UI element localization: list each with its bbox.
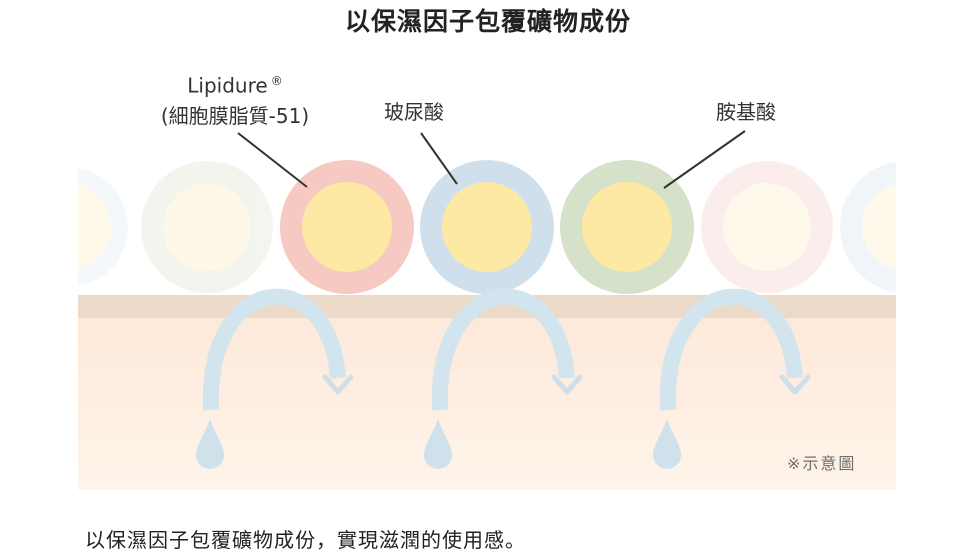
- label-lipidure-name-line: Lipidure®: [120, 66, 350, 101]
- particle-hyaluronic: [420, 160, 554, 294]
- diagram-title: 以保濕因子包覆礦物成份: [344, 7, 631, 36]
- leader-line-lipidure: [237, 132, 308, 188]
- particle-faded-left: [78, 167, 128, 287]
- leader-line-amino: [663, 130, 746, 189]
- particle-row: [78, 160, 896, 294]
- label-lipidure-name: Lipidure: [187, 73, 268, 98]
- label-lipidure: Lipidure® (細胞膜脂質-51): [120, 66, 350, 131]
- particle-faded-green: [141, 161, 273, 293]
- label-hyaluronic: 玻尿酸: [384, 100, 444, 124]
- particle-faded-pink: [701, 161, 833, 293]
- water-droplet-3: [653, 419, 681, 469]
- moisture-arrow-3: [659, 288, 811, 411]
- label-lipidure-desc: (細胞膜脂質-51): [160, 103, 310, 128]
- registered-mark: ®: [270, 74, 283, 88]
- caption-text: 以保濕因子包覆礦物成份，實現滋潤的使用感。: [85, 528, 526, 552]
- leader-line-hyaluronic: [420, 132, 458, 185]
- particle-lipidure: [280, 160, 414, 294]
- particle-amino: [560, 160, 694, 294]
- moisture-arrow-1: [202, 288, 354, 411]
- label-amino: 胺基酸: [716, 100, 776, 124]
- moisture-arrow-2: [431, 288, 583, 411]
- water-droplet-2: [424, 419, 452, 469]
- water-droplet-1: [196, 419, 224, 469]
- particle-faded-right: [840, 161, 896, 293]
- illustration-note: ※示意圖: [787, 454, 857, 473]
